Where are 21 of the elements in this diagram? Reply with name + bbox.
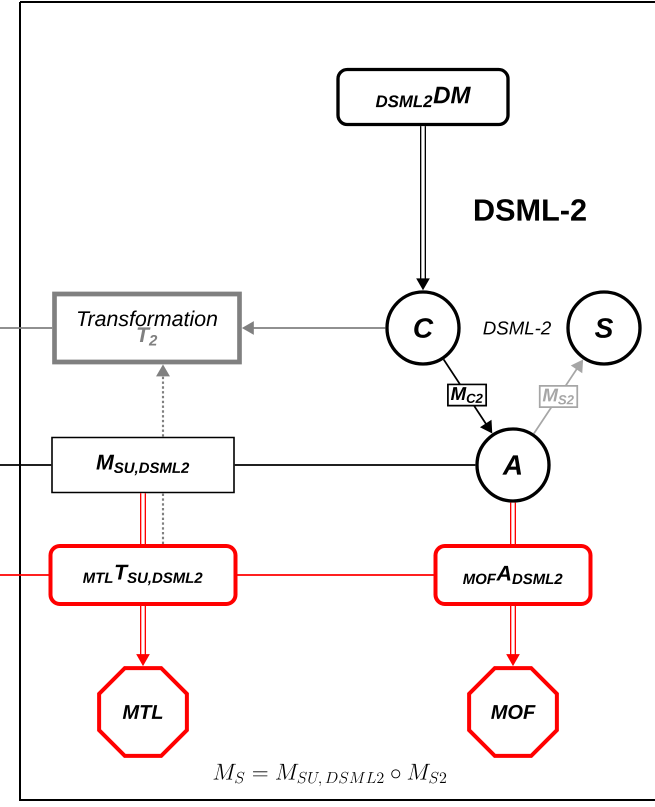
model-box: $_{MTL}$T$_{SU,DSML2}$	[48, 544, 238, 606]
connector-line	[0, 574, 48, 576]
formula-label: $M_{S}= M_{SU,\,DSML2}\circ M_{S2}$	[214, 764, 446, 786]
connector-line	[234, 464, 476, 466]
model-box: $_{DSML2}$DM	[336, 68, 510, 126]
edge-label: M$_{S2}$	[538, 385, 578, 408]
dotted-line	[162, 493, 164, 544]
mapping-box: M$_{SU,DSML2}$	[51, 436, 235, 494]
text-label: DSML-2	[483, 321, 551, 335]
model-box: $_{MOF}$A$_{DSML2}$	[434, 544, 592, 606]
circle-node: A	[475, 427, 551, 503]
connector-line	[0, 464, 52, 466]
circle-node: S	[566, 290, 642, 366]
circle-node: C	[385, 290, 461, 366]
heading: DSML-2	[474, 199, 586, 221]
connector-line	[0, 327, 52, 329]
octagon-node: MOF	[467, 666, 559, 758]
connector-line	[238, 574, 434, 576]
octagon-node: MTL	[97, 666, 189, 758]
transformation-box: Transformation T$_{2}$	[52, 292, 242, 364]
edge-label: M$_{C2}$	[447, 384, 488, 406]
